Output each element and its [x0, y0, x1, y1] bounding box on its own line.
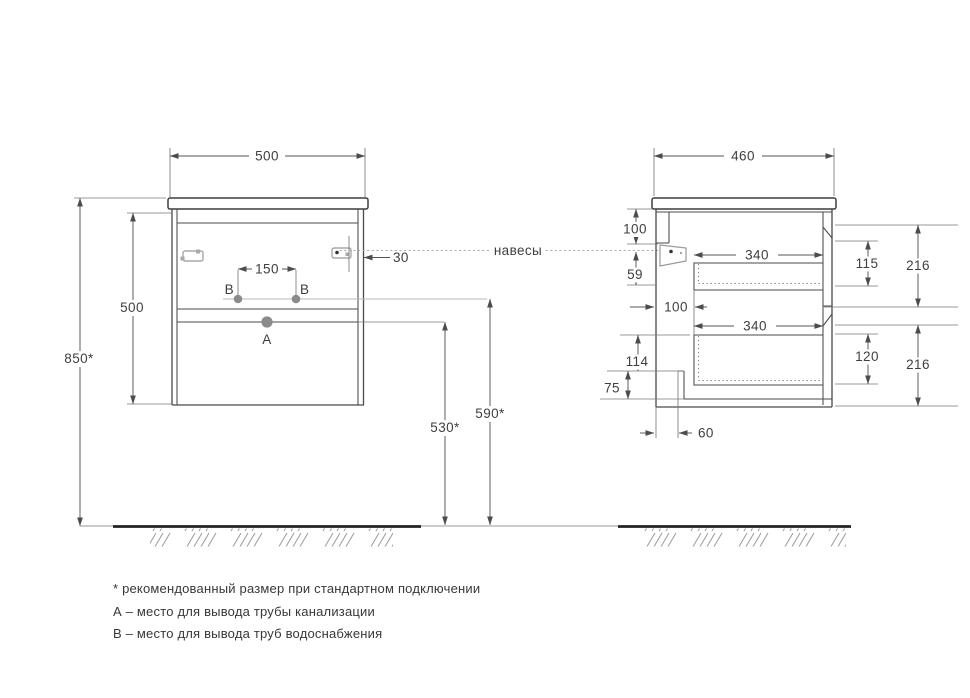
dim-drawer-bottom-front-height: 216 [900, 324, 937, 407]
cabinet-front-body [171, 209, 365, 406]
svg-text:340: 340 [743, 319, 767, 334]
hole-b-left-label: В [225, 282, 234, 297]
front-view: навесы 30 150 В В А 500 [60, 148, 669, 527]
hole-b-right-label: В [300, 282, 309, 297]
svg-text:75: 75 [604, 381, 620, 396]
dim-front-width: 500 [169, 148, 366, 197]
dim-plinth-height: 75 [600, 370, 684, 400]
svg-text:850*: 850* [64, 351, 94, 366]
hole-a [261, 316, 273, 328]
dim-holes-spacing: 150 [237, 261, 297, 295]
dim-back-offset: 60 [640, 426, 714, 441]
hanger-bracket-left [180, 249, 204, 262]
svg-text:530*: 530* [430, 420, 460, 435]
svg-text:59: 59 [627, 267, 643, 282]
dim-hanger-offset: 30 [363, 250, 409, 265]
hole-b-right [291, 294, 301, 304]
dim-drawer-top-depth: 340 [693, 247, 824, 263]
dim-side-depth: 460 [653, 148, 835, 196]
svg-text:30: 30 [393, 250, 409, 265]
svg-text:120: 120 [855, 349, 879, 364]
hole-a-label: А [262, 332, 271, 347]
svg-text:60: 60 [698, 426, 714, 441]
note-b: В – место для вывода труб водоснабжения [113, 626, 382, 641]
svg-text:114: 114 [626, 354, 649, 369]
svg-text:150: 150 [255, 262, 279, 277]
dim-front-height: 500 [114, 212, 171, 405]
drawer-front-edge-profile [822, 212, 833, 405]
floor-hatch-right [633, 528, 846, 547]
floor-hatch-left [150, 528, 393, 547]
dim-water-height: 590* [468, 298, 512, 526]
hole-b-left [233, 294, 243, 304]
drawer-box-top [693, 262, 823, 291]
note-asterisk: * рекомендованный размер при стандартном… [113, 581, 480, 596]
svg-text:115: 115 [856, 256, 879, 271]
dim-hanger-drop: 59 [621, 251, 657, 286]
dim-top-inset: 100 [617, 208, 658, 245]
dim-drawer-bottom-depth: 340 [693, 318, 824, 334]
countertop-front [167, 197, 369, 210]
dim-siphon-height: 530* [424, 321, 466, 526]
dim-drawer-bottom-inner-height: 120 [850, 333, 885, 385]
dim-drawer-top-front-height: 216 [900, 224, 937, 308]
svg-text:500: 500 [120, 300, 144, 315]
note-a: А – место для вывода трубы канализации [113, 604, 375, 619]
svg-text:216: 216 [906, 357, 930, 372]
side-view: 460 100 59 100 340 [600, 148, 958, 441]
hanger-bracket-right [331, 236, 352, 272]
countertop-side [651, 197, 837, 210]
right-extension-lines [824, 224, 958, 407]
svg-text:460: 460 [731, 149, 755, 164]
dim-bottom-section: 114 [607, 334, 690, 372]
hanger-bracket-side [659, 244, 687, 267]
svg-text:500: 500 [255, 149, 279, 164]
dim-drawer-top-inner-height: 115 [851, 240, 884, 287]
drawer-box-bottom [693, 334, 823, 386]
svg-text:216: 216 [906, 258, 930, 273]
dim-mounting-height: 850* [60, 197, 166, 527]
dim-back-clearance: 100 [630, 300, 707, 315]
svg-text:590*: 590* [475, 406, 505, 421]
footnotes: * рекомендованный размер при стандартном… [113, 581, 480, 641]
hangers-label: навесы [494, 243, 542, 258]
svg-text:100: 100 [664, 300, 688, 315]
floor [80, 525, 851, 547]
svg-text:340: 340 [745, 248, 769, 263]
svg-text:100: 100 [623, 222, 647, 237]
